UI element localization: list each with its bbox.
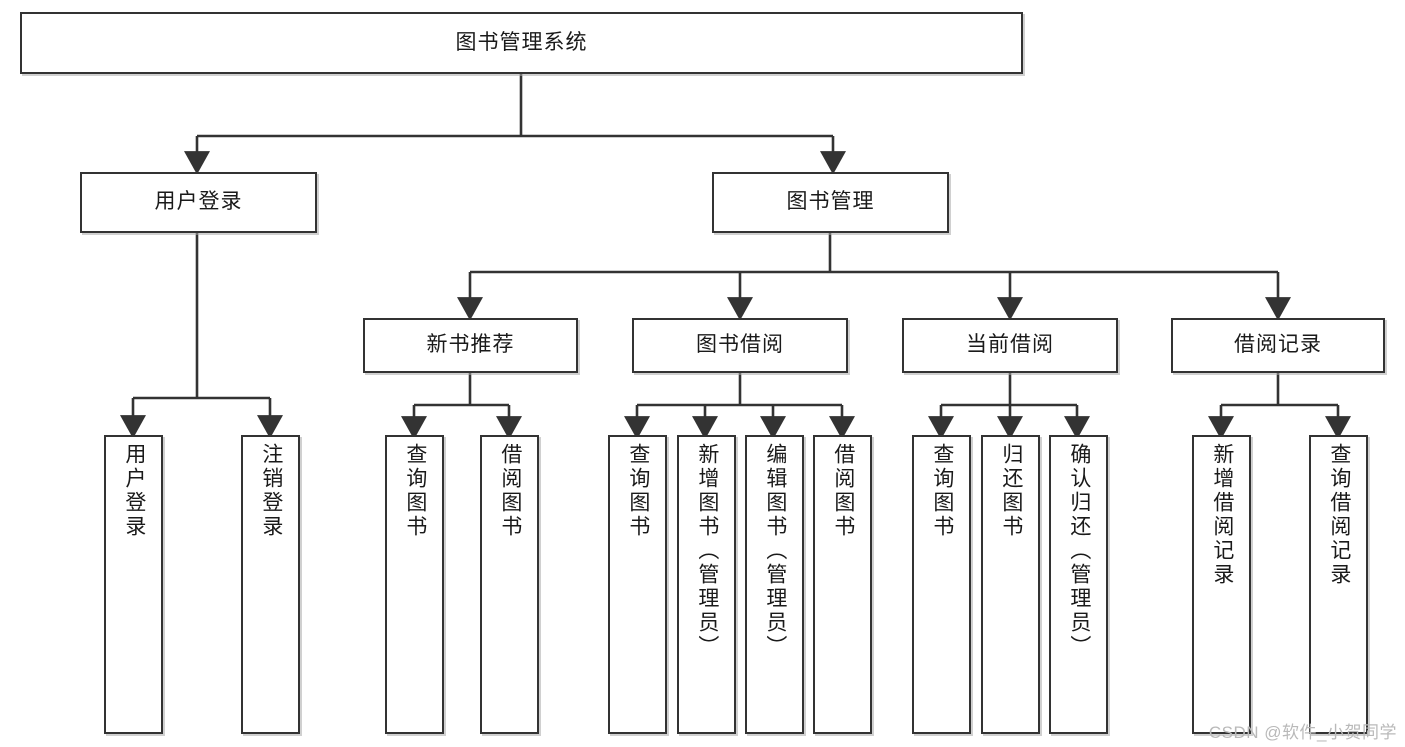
csdn-watermark: CSDN @软件_小贺同学: [1208, 723, 1397, 742]
node-label: 当前借阅: [966, 333, 1054, 357]
node-leaf-edit-book-admin[interactable]: 编辑图书（管理员）: [745, 435, 804, 734]
node-leaf-query-book-recommend[interactable]: 查询图书: [385, 435, 444, 734]
node-label: 查询图书: [626, 443, 650, 539]
node-label: 图书管理系统: [455, 30, 588, 54]
node-leaf-add-book-admin[interactable]: 新增图书（管理员）: [677, 435, 736, 734]
node-leaf-borrow-book-recommend[interactable]: 借阅图书: [480, 435, 539, 734]
node-label: 图书借阅: [696, 333, 784, 357]
node-label: 查询图书: [930, 443, 954, 539]
node-leaf-logout[interactable]: 注销登录: [241, 435, 300, 734]
node-label: 新增借阅记录: [1210, 443, 1234, 587]
node-label: 归还图书: [999, 443, 1023, 539]
node-label: 用户登录: [122, 443, 146, 539]
node-leaf-user-login[interactable]: 用户登录: [104, 435, 163, 734]
node-book-borrow[interactable]: 图书借阅: [632, 318, 848, 373]
node-user-login[interactable]: 用户登录: [80, 172, 317, 233]
node-root-book-management-system[interactable]: 图书管理系统: [20, 12, 1023, 74]
node-label: 查询借阅记录: [1327, 443, 1351, 587]
node-leaf-add-borrow-record[interactable]: 新增借阅记录: [1192, 435, 1251, 734]
node-leaf-query-book-borrow[interactable]: 查询图书: [608, 435, 667, 734]
node-label: 编辑图书（管理员）: [763, 443, 787, 659]
node-new-book-recommend[interactable]: 新书推荐: [363, 318, 578, 373]
node-label: 借阅图书: [831, 443, 855, 539]
node-label: 新增图书（管理员）: [695, 443, 719, 659]
node-leaf-query-book-current[interactable]: 查询图书: [912, 435, 971, 734]
node-label: 新书推荐: [426, 333, 515, 357]
node-label: 查询图书: [403, 443, 427, 539]
node-leaf-query-borrow-record[interactable]: 查询借阅记录: [1309, 435, 1368, 734]
node-label: 用户登录: [154, 190, 243, 214]
node-leaf-borrow-book[interactable]: 借阅图书: [813, 435, 872, 734]
node-borrow-record[interactable]: 借阅记录: [1171, 318, 1385, 373]
node-label: 借阅图书: [498, 443, 522, 539]
node-book-management[interactable]: 图书管理: [712, 172, 949, 233]
node-leaf-confirm-return-admin[interactable]: 确认归还（管理员）: [1049, 435, 1108, 734]
node-label: 注销登录: [259, 443, 283, 539]
node-leaf-return-book[interactable]: 归还图书: [981, 435, 1040, 734]
node-label: 确认归还（管理员）: [1067, 443, 1091, 659]
node-current-borrow[interactable]: 当前借阅: [902, 318, 1118, 373]
node-label: 图书管理: [786, 190, 875, 214]
node-label: 借阅记录: [1234, 333, 1322, 357]
